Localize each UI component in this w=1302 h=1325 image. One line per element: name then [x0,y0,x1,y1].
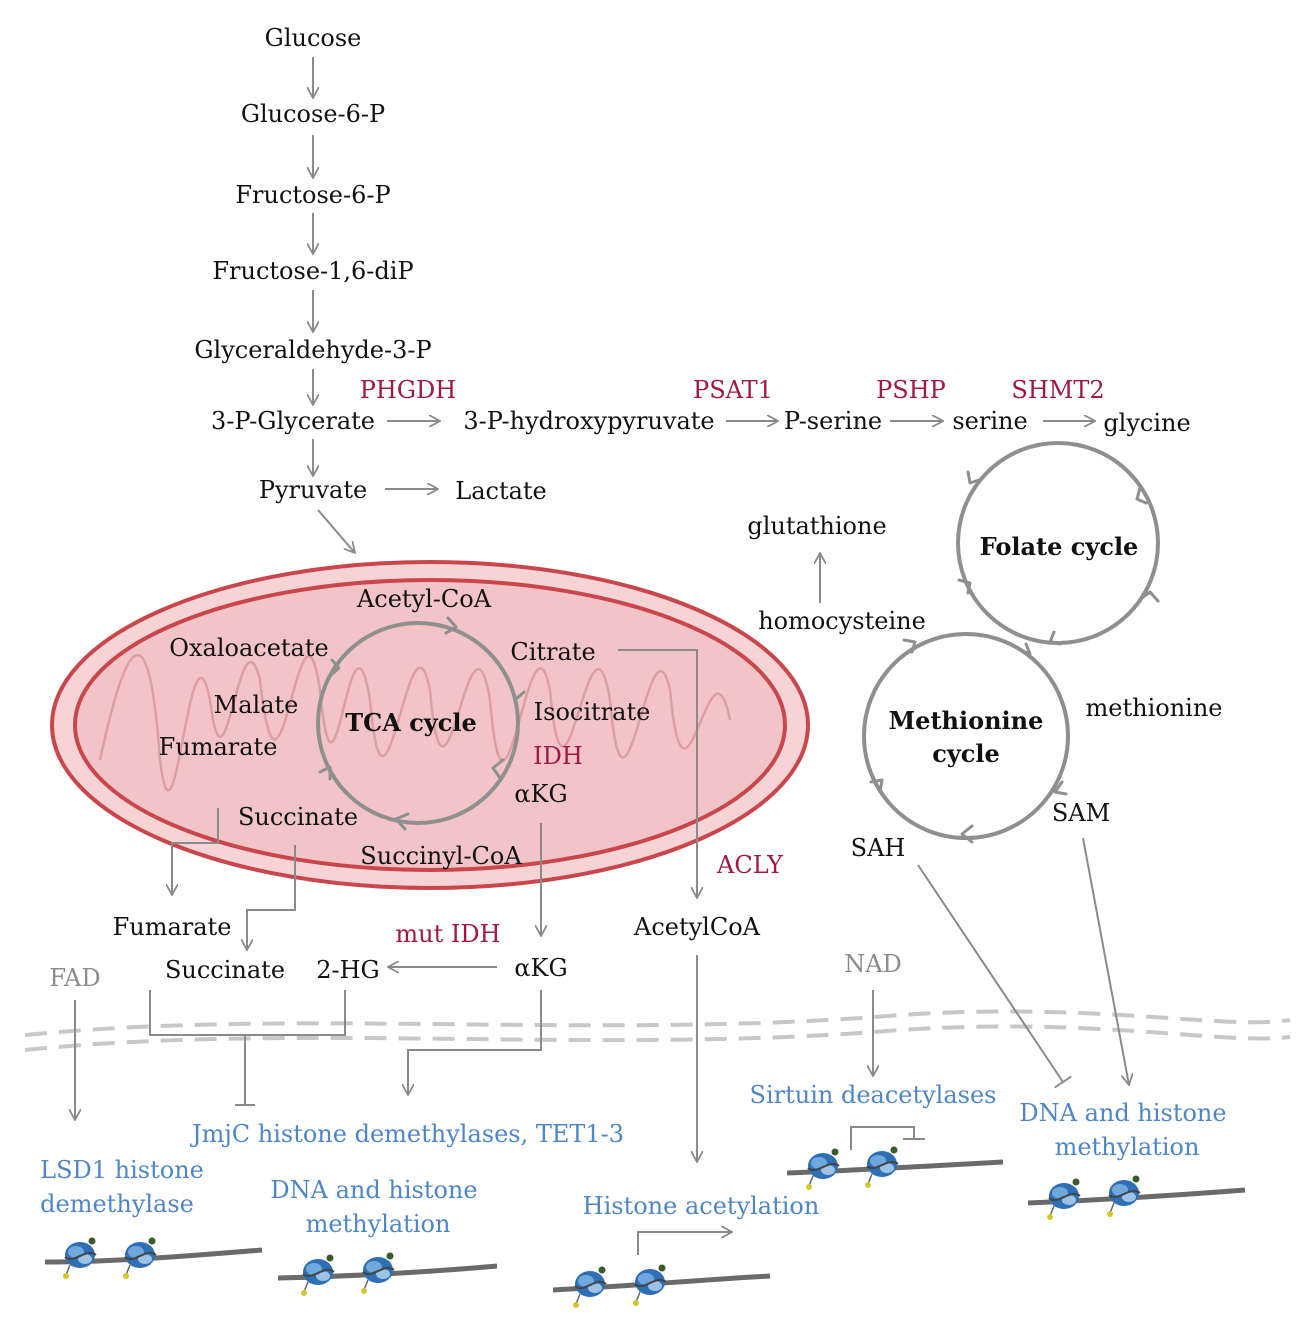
dna-methylation-right-line2: methylation [1055,1133,1200,1161]
jmjc-tet-label: JmjC histone demethylases, TET1-3 [189,1120,624,1148]
serine-label: serine [952,407,1027,435]
tca-fumarate-label: Fumarate [159,733,278,761]
psat1-label: PSAT1 [693,376,773,404]
histone-acetylation-label: Histone acetylation [583,1192,820,1220]
fructose-6-p-label: Fructose-6-P [235,181,390,209]
lsd1-label-line1: LSD1 histone [40,1156,204,1184]
chromatin-histone-acetylation [552,1263,771,1309]
tca-oxaloacetate-label: Oxaloacetate [169,634,328,662]
pshp-label: PSHP [876,376,946,404]
glycolysis-arrows [313,57,438,553]
glycine-label: glycine [1103,409,1190,437]
mito-export-arrows [172,649,697,967]
sam-label: SAM [1052,799,1110,827]
glutathione-label: glutathione [747,512,886,540]
methionine-cycle-label-line2: cycle [932,739,1000,768]
shmt2-label: SHMT2 [1011,376,1104,404]
glucose-6-p-label: Glucose-6-P [241,100,385,128]
2-hg-label: 2-HG [316,956,379,984]
tca-succinate-label: Succinate [238,803,358,831]
chromatin-lsd1 [44,1236,263,1280]
cytosol-acetylcoa-label: AcetylCoA [633,913,761,941]
fad-label: FAD [49,964,100,992]
homocysteine-label: homocysteine [758,607,926,635]
tca-acetyl-coa-label: Acetyl-CoA [356,585,492,613]
serine-pathway-arrows [387,421,1095,603]
mitochondrion [50,560,810,890]
lsd1-label-line2: demethylase [40,1190,194,1218]
acetylation-bent-arrow [637,1232,732,1255]
phgdh-label: PHGDH [360,376,456,404]
epigenetic-effect-arrows [75,837,1129,1162]
cristae [98,653,732,792]
nad-label: NAD [844,950,902,978]
cytosol-succinate-label: Succinate [165,956,285,984]
tca-cycle [316,616,526,831]
3-p-glycerate-label: 3-P-Glycerate [211,407,375,435]
tca-cycle-label: TCA cycle [345,708,477,737]
folate-cycle-label: Folate cycle [980,532,1139,561]
dna-methylation-left-line1: DNA and histone [270,1176,477,1204]
methionine-cycle [862,632,1070,844]
sah-label: SAH [851,834,906,862]
sirtuin-deacetylases-label: Sirtuin deacetylases [750,1081,997,1109]
chromatin-dna-methylation-right [1027,1174,1246,1221]
cell-membrane [24,1009,1291,1052]
tca-citrate-label: Citrate [510,638,595,666]
dna-methylation-left-line2: methylation [306,1210,451,1238]
pyruvate-label: Pyruvate [259,476,367,504]
glyceraldehyde-3-p-label: Glyceraldehyde-3-P [194,336,431,364]
lactate-label: Lactate [455,477,547,505]
methionine-cycle-label-line1: Methionine [889,706,1044,735]
tca-akg-label: αKG [514,780,567,808]
tca-malate-label: Malate [214,691,299,719]
idh-label: IDH [533,742,583,770]
chromatin-sirtuin [786,1145,1004,1191]
chromatin-dna-methylation-left [277,1251,498,1297]
glucose-label: Glucose [265,24,362,52]
dna-methylation-right-line1: DNA and histone [1019,1099,1226,1127]
cytosol-akg-label: αKG [514,954,567,982]
acly-label: ACLY [716,851,784,879]
mut-idh-label: mut IDH [395,920,500,948]
sirtuin-inhibit-bracket [850,1126,915,1150]
p-serine-label: P-serine [784,407,882,435]
cytosol-fumarate-label: Fumarate [113,913,232,941]
methionine-label: methionine [1086,694,1223,722]
fructose-1-6-dip-label: Fructose-1,6-diP [212,257,413,285]
tca-succinyl-coa-label: Succinyl-CoA [360,842,522,870]
3-p-hydroxypyruvate-label: 3-P-hydroxypyruvate [463,407,714,435]
folate-cycle [956,441,1160,646]
tca-isocitrate-label: Isocitrate [534,698,651,726]
